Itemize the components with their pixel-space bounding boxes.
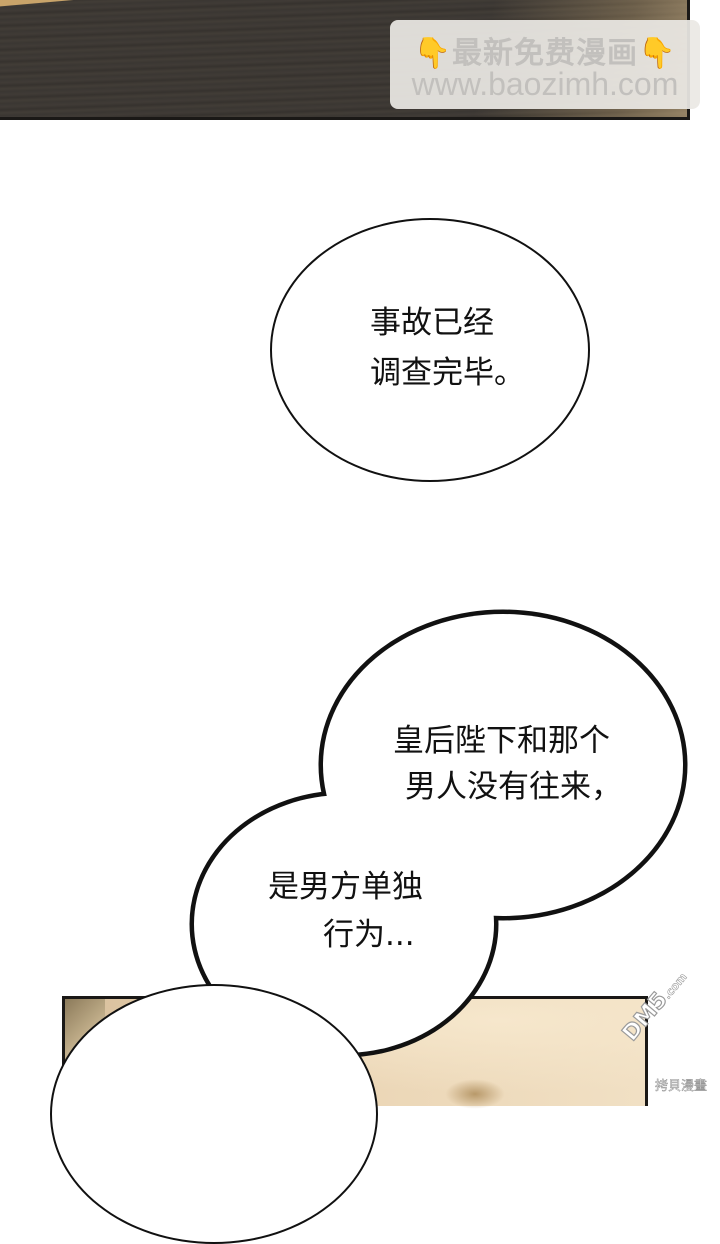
bubble-1-line-1: 事故已经: [370, 305, 494, 341]
panel-edge-highlight: [0, 0, 136, 10]
bubble-2-line-3: 是男方单独: [268, 869, 423, 905]
bubble-1-line-2: 调查完毕。: [370, 355, 525, 391]
speech-bubble-3: [50, 984, 378, 1244]
speech-bubble-1: [270, 218, 590, 482]
bubble-2-line-2: 男人没有往来，: [405, 769, 622, 805]
bubble-2-line-4: 行为...: [323, 917, 415, 953]
dm5-subtitle: 拷貝漫畫: [655, 1079, 708, 1095]
watermark-slogan: 最新免费漫画: [452, 36, 638, 71]
speech-bubble-2: [189, 609, 688, 1058]
watermark-line1: 👇最新免费漫画👇: [390, 28, 700, 72]
site-watermark: 👇最新免费漫画👇 www.baozimh.com: [390, 20, 700, 109]
pointing-down-hand-icon: 👇: [413, 36, 452, 71]
pointing-down-hand-icon: 👇: [638, 36, 677, 71]
bubble-2-line-1: 皇后陛下和那个: [393, 723, 610, 759]
watermark-url: www.baozimh.com: [411, 66, 679, 102]
